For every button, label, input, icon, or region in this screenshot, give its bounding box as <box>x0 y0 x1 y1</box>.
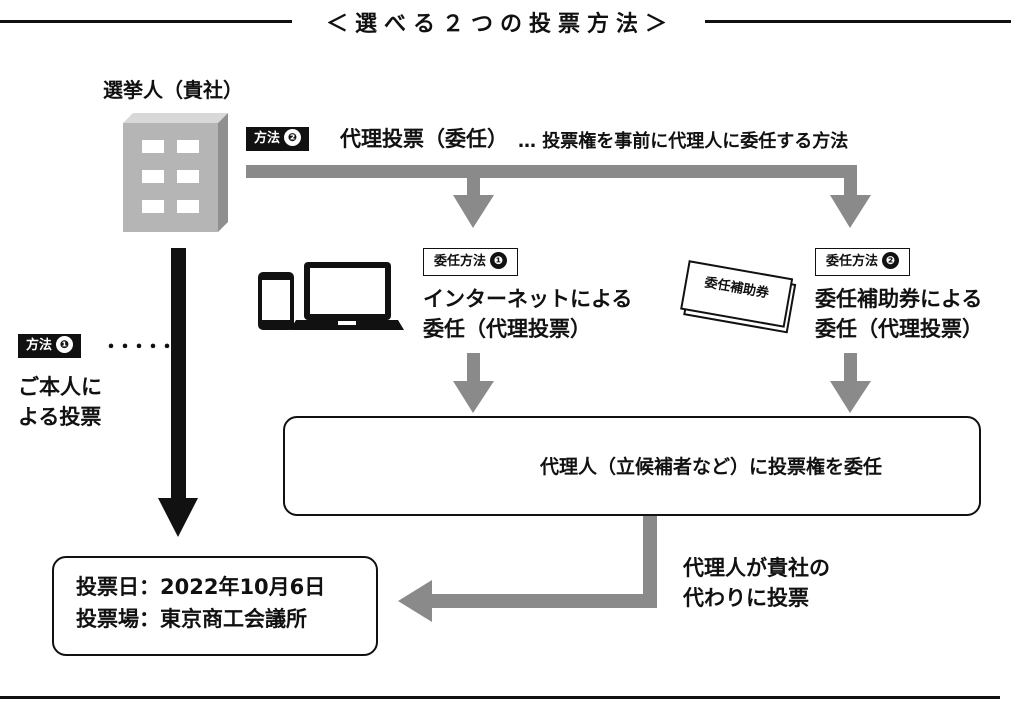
flow-drop-right <box>844 165 857 195</box>
venue-place: 投票場：東京商工会議所 <box>76 607 307 631</box>
option2-line2: 委任（代理投票） <box>815 317 983 341</box>
method1-tag-label: 方法 <box>26 338 53 353</box>
option2-line1: 委任補助券による <box>815 287 983 311</box>
method2-title: 代理投票（委任） <box>340 127 508 151</box>
method1-arrow-head <box>158 498 198 537</box>
arrow-down-left-upper <box>453 195 494 228</box>
proxy-left-line <box>432 594 657 608</box>
proxy-down-line <box>643 514 657 608</box>
ticket-card-icon <box>680 260 797 334</box>
method2-flow-line <box>246 165 855 178</box>
proxy-note-line1: 代理人が貴社の <box>683 556 830 580</box>
arrow-down-right-lower <box>830 381 871 413</box>
bottom-rule <box>0 696 1000 699</box>
option1-tag-num: ❶ <box>490 252 508 269</box>
arrow-left-to-venue <box>398 580 432 622</box>
flow-left-lower <box>467 353 480 381</box>
proxy-box <box>283 416 981 516</box>
method1-line2: よる投票 <box>18 405 102 429</box>
option2-tag-label: 委任方法 <box>826 254 879 269</box>
method1-arrow-shaft <box>171 248 186 500</box>
option1-line2: 委任（代理投票） <box>423 317 591 341</box>
venue-date: 投票日：2022年10月6日 <box>76 575 326 599</box>
proxy-text: 代理人（立候補者など）に投票権を委任 <box>540 456 883 478</box>
option1-tag-label: 委任方法 <box>434 254 487 269</box>
method2-description: … 投票権を事前に代理人に委任する方法 <box>518 131 849 152</box>
method1-tag-num: ❶ <box>56 336 74 353</box>
title-rule-right <box>705 20 1011 23</box>
page-title: ＜選べる２つの投票方法＞ <box>325 12 674 37</box>
building-icon <box>123 113 228 232</box>
option1-line1: インターネットによる <box>423 287 633 311</box>
venue-box <box>52 556 378 656</box>
voter-label: 選挙人（貴社） <box>103 78 243 102</box>
arrow-down-left-lower <box>453 381 494 413</box>
method2-tag-num: ❷ <box>284 129 302 146</box>
method1-dots: ・・・・・・ <box>102 337 190 358</box>
method2-tag-label: 方法 <box>254 131 281 146</box>
arrow-down-right-upper <box>830 195 871 228</box>
flow-right-lower <box>844 353 857 381</box>
method1-line1: ご本人に <box>18 375 102 399</box>
title-rule-left <box>0 20 292 23</box>
option2-tag-num: ❷ <box>882 252 900 269</box>
flow-drop-left <box>467 165 480 195</box>
devices-icon <box>258 262 404 330</box>
proxy-note-line2: 代わりに投票 <box>683 586 809 610</box>
